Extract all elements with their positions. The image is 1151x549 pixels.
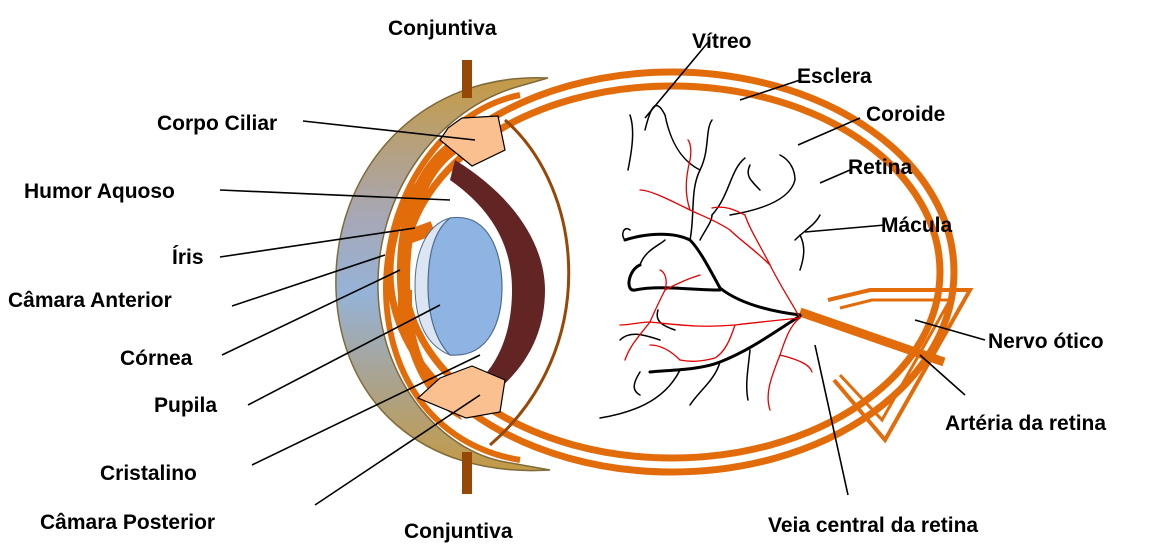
label-iris: Íris [172,246,204,269]
conjunctiva-bar-bottom [462,452,472,494]
label-conjuntiva-top: Conjuntiva [388,17,497,40]
conjunctiva-bar-top [462,60,472,98]
label-camara-posterior: Câmara Posterior [40,511,215,534]
label-corpo-ciliar: Corpo Ciliar [157,112,277,135]
label-conjuntiva-bottom: Conjuntiva [404,520,513,543]
label-veia-central: Veia central da retina [768,514,978,537]
iris-stub-bottom [398,290,412,318]
label-cornea: Córnea [120,347,193,370]
label-camara-anterior: Câmara Anterior [8,289,172,312]
label-macula: Mácula [881,214,953,237]
label-arteria-retina: Artéria da retina [945,412,1106,435]
label-pupila: Pupila [154,394,217,417]
label-humor-aquoso: Humor Aquoso [24,180,175,203]
retinal-arteries [620,140,812,410]
lens [428,217,502,355]
label-retina: Retina [848,156,913,179]
label-coroide: Coroide [866,103,945,126]
label-cristalino: Cristalino [100,462,197,485]
retinal-veins [600,106,820,418]
label-esclera: Esclera [797,65,872,88]
label-vitreo: Vítreo [692,30,752,53]
label-nervo-otico: Nervo ótico [988,330,1104,353]
